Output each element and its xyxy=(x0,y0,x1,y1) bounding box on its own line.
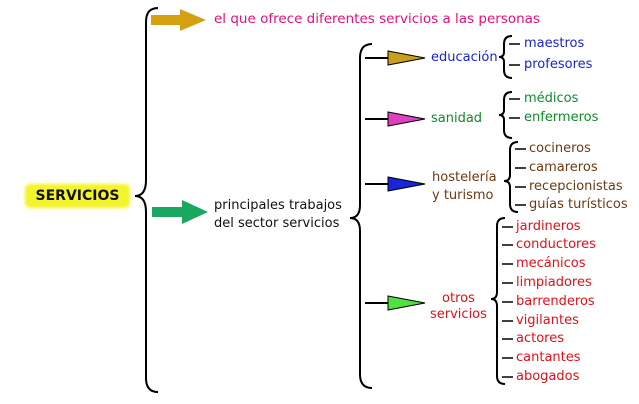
branch-arrow-hosteleria-icon xyxy=(365,176,426,192)
item-barrenderos: barrenderos xyxy=(516,294,595,309)
hosteleria-dashes xyxy=(515,148,526,206)
item-limpiadores: limpiadores xyxy=(516,275,592,290)
item-medicos: médicos xyxy=(524,91,579,106)
sanidad-dashes xyxy=(509,98,520,119)
jobs-brace-icon xyxy=(349,43,373,389)
sanidad-brace-icon xyxy=(498,91,513,139)
branch-arrow-educacion-icon xyxy=(365,50,426,66)
item-camareros: camareros xyxy=(529,160,598,175)
branch-label-otros: otros servicios xyxy=(430,291,487,322)
branch-arrow-otros-icon xyxy=(365,295,426,311)
item-maestros: maestros xyxy=(524,36,585,51)
item-cantantes: cantantes xyxy=(516,350,581,365)
hosteleria-brace-icon xyxy=(503,141,519,213)
item-recepcionistas: recepcionistas xyxy=(529,179,623,194)
item-actores: actores xyxy=(516,331,564,346)
item-conductores: conductores xyxy=(516,237,596,252)
main-brace-icon xyxy=(134,7,159,393)
item-profesores: profesores xyxy=(524,57,593,72)
branch-label-sanidad: sanidad xyxy=(431,111,483,126)
definition-arrow-icon xyxy=(151,9,206,31)
item-vigilantes: vigilantes xyxy=(516,313,579,328)
jobs-arrow-icon xyxy=(152,200,208,224)
otros-dashes xyxy=(502,226,513,378)
otros-brace-icon xyxy=(490,217,506,385)
educacion-dashes xyxy=(509,43,520,66)
item-jardineros: jardineros xyxy=(516,219,581,234)
branch-label-hosteleria: hostelería y turismo xyxy=(432,170,497,203)
item-mecanicos: mecánicos xyxy=(516,256,586,271)
item-enfermeros: enfermeros xyxy=(524,110,599,125)
item-abogados: abogados xyxy=(516,369,580,384)
jobs-label: principales trabajos del sector servicio… xyxy=(214,198,342,231)
item-guias-turisticos: guías turísticos xyxy=(529,197,628,212)
item-cocineros: cocineros xyxy=(529,141,591,156)
branch-label-educacion: educación xyxy=(431,50,498,65)
educacion-brace-icon xyxy=(498,35,513,79)
root-label: SERVICIOS xyxy=(27,186,128,206)
definition-text: el que ofrece diferentes servicios a las… xyxy=(214,11,540,27)
branch-arrow-sanidad-icon xyxy=(365,111,426,127)
